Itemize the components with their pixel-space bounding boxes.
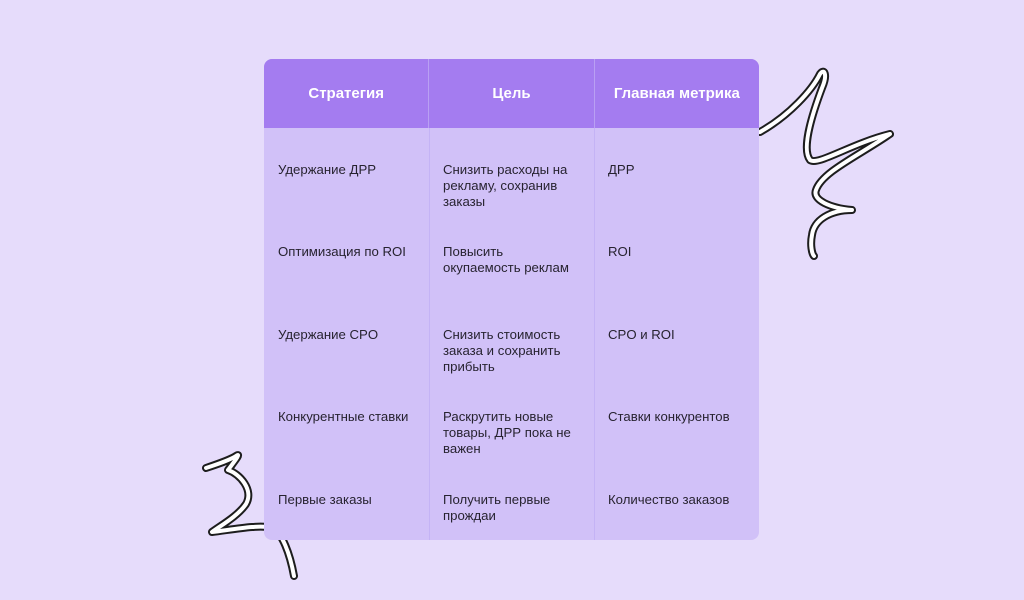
cell-metric: ДРР [608,162,635,177]
header-strategy: Стратегия [264,59,430,128]
table-row: Конкурентные ставки Раскрутить новые тов… [264,375,759,457]
cell-metric: ROI [608,244,632,260]
cell-goal: Снизить стоимость заказа и сохранить при… [443,326,561,374]
table-row: Удержание ДРР Снизить расходы на рекламу… [264,128,759,210]
table-row: Оптимизация по ROI Повысить окупаемость … [264,210,759,292]
squiggle-decoration-top [756,67,894,260]
cell-goal: Получить первые прождаи [443,491,551,523]
cell-metric: Ставки конкурентов [608,409,730,425]
cell-strategy: Конкурентные ставки [278,409,409,425]
table-row: Первые заказы Получить первые прождаи Ко… [264,458,759,540]
cell-strategy: Удержание ДРР [278,162,377,177]
header-goal: Цель [429,59,595,128]
cell-strategy: Первые заказы [278,491,372,507]
cell-goal: Раскрутить новые товары, ДРР пока не важ… [443,409,571,457]
table-row: Удержание CPO Снизить стоимость заказа и… [264,293,759,375]
header-main-metric: Главная метрика [613,85,740,102]
table-body: Удержание ДРР Снизить расходы на рекламу… [264,128,759,540]
column-divider [594,128,595,540]
cell-goal: Повысить окупаемость реклам [443,244,569,276]
cell-goal: Снизить расходы на рекламу, сохранив зак… [443,162,568,209]
cell-strategy: Удержание CPO [278,326,379,342]
cell-metric: Количество заказов [608,491,730,507]
strategy-table: Стратегия Цель Главная метрика Удержание… [264,59,759,540]
table-header: Стратегия Цель Главная метрика [264,59,759,128]
cell-strategy: Оптимизация по ROI [278,244,406,260]
column-divider [429,128,430,540]
cell-metric: CPO и ROI [608,326,675,342]
